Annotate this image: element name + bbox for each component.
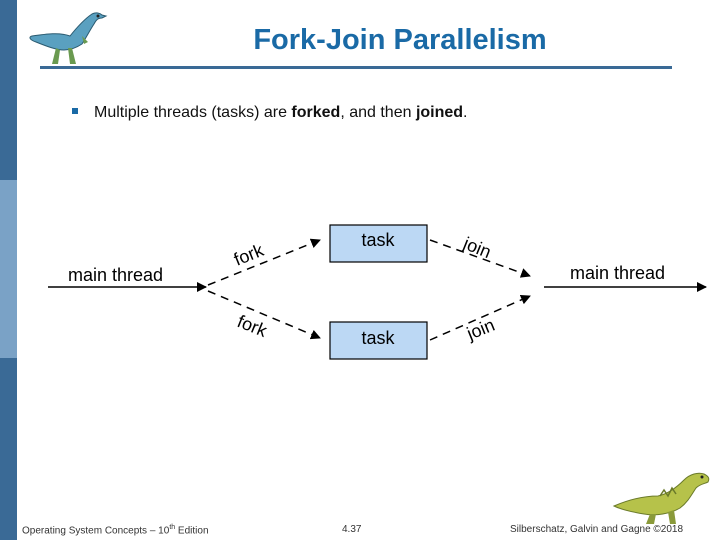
bullet-text-forked: forked [291, 104, 341, 121]
task-top-label: task [361, 230, 395, 250]
footer-book-title: Operating System Concepts – 10th Edition [22, 524, 209, 536]
bullet-text-suffix: . [463, 104, 468, 121]
main-thread-left-label: main thread [68, 265, 163, 285]
join-top-arrow [429, 239, 531, 278]
footer-book-title-sup: th [169, 524, 176, 531]
task-top-box [329, 224, 428, 263]
page-title: Fork-Join Parallelism [253, 24, 547, 56]
dinosaur-icon [29, 12, 108, 64]
left-sidebar-bar [0, 0, 17, 540]
bullet-square-icon [72, 107, 78, 114]
dinosaur-icon [612, 472, 710, 524]
main-thread-right-label: main thread [570, 263, 665, 283]
left-sidebar-highlight [0, 180, 17, 358]
footer-book-title-prefix: Operating System Concepts – 10 [22, 525, 170, 537]
footer-book-title-suffix: Edition [175, 525, 209, 537]
fork-bottom-arrow [207, 290, 321, 340]
title-divider [40, 66, 672, 69]
join-top-label: join [460, 233, 494, 262]
task-bottom-box [329, 321, 428, 360]
footer-page-number: 4.37 [342, 524, 362, 535]
task-bottom-label: task [361, 328, 395, 348]
fork-top-arrow [207, 238, 321, 286]
join-bottom-label: join [463, 315, 497, 344]
fork-top-label: fork [231, 240, 267, 270]
footer-copyright: Silberschatz, Galvin and Gagne ©2018 [510, 524, 684, 535]
bullet-text-middle: , and then [340, 104, 416, 121]
join-bottom-arrow [429, 295, 531, 341]
bullet-text-prefix: Multiple threads (tasks) are [94, 104, 292, 121]
bullet-item: Multiple threads (tasks) are forked, and… [72, 104, 468, 122]
bullet-text-joined: joined [415, 104, 464, 121]
